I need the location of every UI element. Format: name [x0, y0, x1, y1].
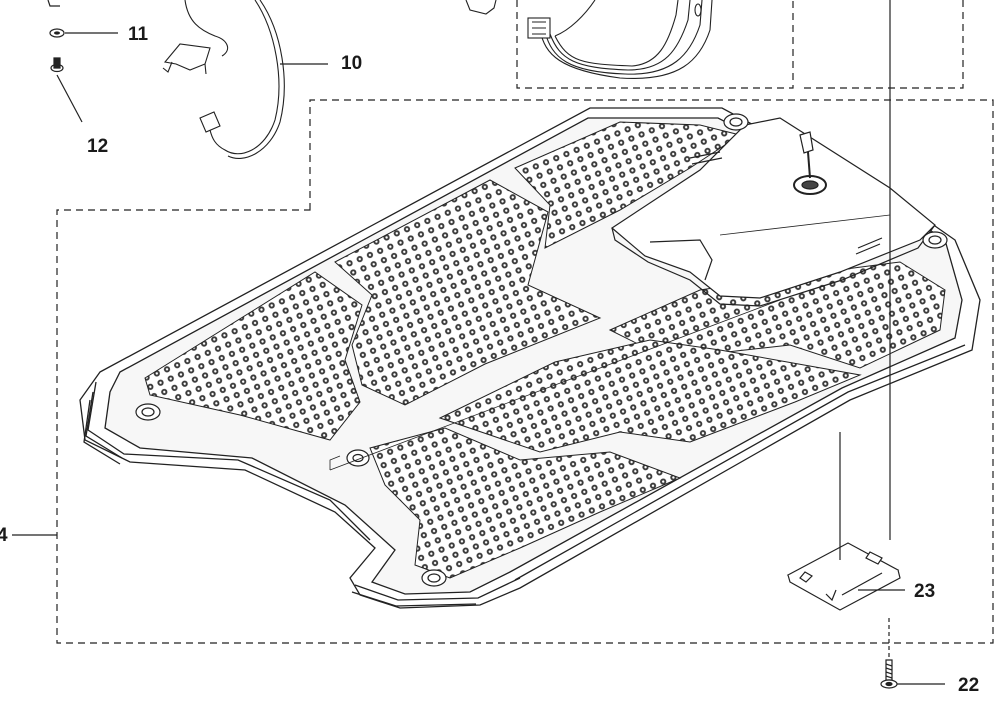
harness-group-frame [516, 0, 794, 89]
sensor-bracket-with-cable [162, 0, 285, 159]
cable-connector [799, 131, 814, 154]
mesh-panel-bottom [369, 427, 682, 579]
mesh-panel-center-lower [438, 339, 862, 453]
callout-23: 23 [914, 581, 936, 602]
plate-seam [329, 299, 781, 471]
base-plate-group-frame [56, 99, 994, 644]
mesh-panels [144, 121, 946, 579]
callout-10: 10 [341, 53, 363, 74]
callout-4: 4 [0, 525, 8, 546]
upper-right-group-frame [800, 0, 964, 89]
callout-22: 22 [958, 675, 980, 696]
electronics-housing [611, 117, 936, 307]
callout-11: 11 [128, 24, 149, 45]
callout-12: 12 [87, 136, 109, 157]
leader-12 [56, 74, 83, 123]
cover-plate [786, 542, 901, 611]
mesh-panel-center-upper [334, 179, 602, 406]
mesh-panel-top [514, 121, 742, 249]
leader-lines [12, 0, 945, 685]
dashed-group-frames [56, 0, 994, 644]
mesh-panel-left [144, 271, 363, 441]
cable-harness [527, 0, 713, 80]
screw-part-upper [50, 57, 64, 73]
screw-part-lower [880, 659, 898, 689]
mounting-bosses [135, 113, 948, 587]
upper-bracket-fragment [465, 0, 497, 15]
